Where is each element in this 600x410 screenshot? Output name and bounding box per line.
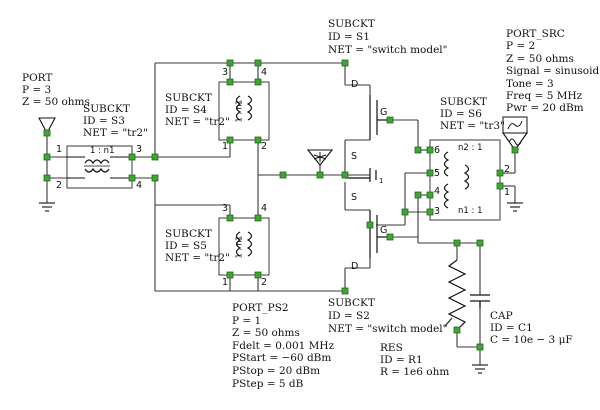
- subckt-s6-block: SUBCKT ID = S6 NET = "tr3": [440, 96, 505, 132]
- subckt-s4-net: NET = "tr2": [165, 116, 230, 128]
- capacitor-c1: [470, 294, 490, 308]
- s6-pin-1: 1: [504, 187, 511, 198]
- subckt-s1-block: SUBCKT ID = S1 NET = "switch model": [328, 18, 448, 57]
- port-left-p: P = 3: [22, 84, 52, 96]
- s5-pin-1: 1: [222, 277, 229, 288]
- subckt-s3-block: SUBCKT ID = S3 NET = "tr2": [83, 103, 148, 139]
- subckt-s1-id: ID = S1: [328, 31, 370, 43]
- s6-turns-top: n2 : 1: [458, 143, 483, 153]
- cap-block: CAP ID = C1 C = 10e − 3 μF: [490, 310, 573, 346]
- s5-pin-2: 2: [261, 277, 268, 288]
- res-id: ID = R1: [380, 354, 423, 366]
- s6-turns-bottom: n1 : 1: [458, 206, 483, 216]
- subckt-s6-id: ID = S6: [440, 108, 482, 120]
- port-src-signal: Signal = sinusoid: [506, 65, 600, 78]
- s2-pin-g: G: [380, 225, 388, 236]
- port-ps2-icon: [306, 149, 334, 166]
- port-left-name: PORT: [22, 72, 53, 84]
- port-ps2-pstep: PStep = 5 dB: [232, 377, 304, 390]
- s4-pin-2: 2: [261, 141, 268, 152]
- port-left-block: PORT P = 3 Z = 50 ohms: [22, 72, 90, 108]
- subckt-s4-id: ID = S4: [165, 104, 207, 116]
- subckt-s6-type: SUBCKT: [440, 96, 487, 108]
- nodes: [43, 59, 519, 351]
- s3-pin-4: 4: [136, 180, 143, 191]
- port-src-z: Z = 50 ohms: [506, 52, 574, 65]
- subckt-s2-block: SUBCKT ID = S2 NET = "switch model": [328, 297, 448, 336]
- s4-pin-1: 1: [222, 141, 229, 152]
- port-src-block: PORT_SRC P = 2 Z = 50 ohms Signal = sinu…: [506, 28, 599, 115]
- port-ps2-p: P = 1: [232, 314, 262, 327]
- cap-type: CAP: [490, 310, 513, 322]
- port-ps2-block: PORT_PS2 P = 1 Z = 50 ohms Fdelt = 0.001…: [232, 302, 334, 390]
- subckt-s1-net: NET = "switch model": [328, 44, 448, 56]
- ground-rc: [472, 364, 488, 374]
- port-left-z: Z = 50 ohms: [22, 96, 90, 108]
- res-type: RES: [380, 342, 403, 354]
- s1-pin-d: D: [351, 79, 359, 90]
- subckt-s6-net: NET = "tr3": [440, 120, 505, 132]
- subckt-s4-block: SUBCKT ID = S4 NET = "tr2": [165, 92, 230, 128]
- port-ps2-z: Z = 50 ohms: [232, 327, 300, 340]
- subckt-s5-id: ID = S5: [165, 240, 207, 252]
- transformer-s4: [218, 81, 270, 141]
- port-src-tone: Tone = 3: [506, 77, 554, 90]
- port-src-freq: Freq = 5 MHz: [506, 90, 583, 103]
- s6-pin-6: 6: [434, 145, 441, 156]
- s6-pin-3: 3: [434, 206, 441, 217]
- s3-pin-3: 3: [136, 144, 143, 155]
- s4-turns: 1 : n1: [234, 99, 244, 123]
- port-ps2-pstart: PStart = −60 dBm: [232, 352, 332, 365]
- port-ps2-pstop: PStop = 20 dBm: [232, 364, 321, 377]
- s3-pin-2: 2: [56, 180, 63, 191]
- subckt-s3-type: SUBCKT: [83, 103, 130, 115]
- s6-pin-5: 5: [434, 168, 441, 179]
- s2-pin-d: D: [351, 261, 359, 272]
- cap-id: ID = C1: [490, 322, 533, 334]
- s5-pin-3: 3: [222, 203, 229, 214]
- s6-pin-2: 2: [504, 164, 511, 175]
- port-ps2-fdelt: Fdelt = 0.001 MHz: [232, 339, 335, 352]
- subckt-s4-type: SUBCKT: [165, 92, 212, 104]
- s3-pin-1: 1: [56, 144, 63, 155]
- subckt-s5-net: NET = "tr2": [165, 252, 230, 264]
- ground-bar-symbol: [345, 168, 377, 182]
- ground-left: [39, 202, 55, 212]
- s3-turns: 1 : n1: [90, 146, 115, 156]
- subckt-s2-type: SUBCKT: [328, 297, 375, 309]
- res-value: R = 1e6 ohm: [380, 366, 450, 378]
- subckt-s5-block: SUBCKT ID = S5 NET = "tr2": [165, 228, 230, 264]
- res-block: RES ID = R1 R = 1e6 ohm: [380, 342, 449, 378]
- port-src-name: PORT_SRC: [506, 28, 565, 40]
- subckt-s2-net: NET = "switch model": [328, 323, 448, 335]
- s4-pin-3: 3: [222, 67, 229, 78]
- s4-pin-4: 4: [261, 67, 268, 78]
- s1-pin-g: G: [380, 107, 388, 118]
- ground-s6: [507, 202, 523, 212]
- ground-mark-label: 1: [379, 177, 384, 185]
- s6-pin-4: 4: [434, 186, 441, 197]
- port-ps2-name: PORT_PS2: [232, 302, 289, 314]
- s1-pin-s: S: [351, 151, 358, 162]
- transformer-s5: [218, 217, 270, 276]
- subckt-s1-type: SUBCKT: [328, 18, 375, 30]
- cap-value: C = 10e − 3 μF: [490, 334, 573, 346]
- subckt-s5-type: SUBCKT: [165, 228, 212, 240]
- s5-turns: 1 : n1: [234, 235, 244, 259]
- transformer-s3: [66, 145, 133, 189]
- transformer-s6: [429, 139, 501, 221]
- port-src-p: P = 2: [506, 40, 536, 53]
- subckt-s2-id: ID = S2: [328, 310, 370, 322]
- resistor-r1: [444, 259, 467, 331]
- port-src-pwr: Pwr = 20 dBm: [506, 102, 584, 115]
- subckt-s3-id: ID = S3: [83, 115, 125, 127]
- port-src-icon: [501, 116, 529, 151]
- s2-pin-s: S: [351, 192, 358, 203]
- port-triangle-icon: [38, 117, 56, 135]
- s5-pin-4: 4: [261, 203, 268, 214]
- subckt-s3-net: NET = "tr2": [83, 127, 148, 139]
